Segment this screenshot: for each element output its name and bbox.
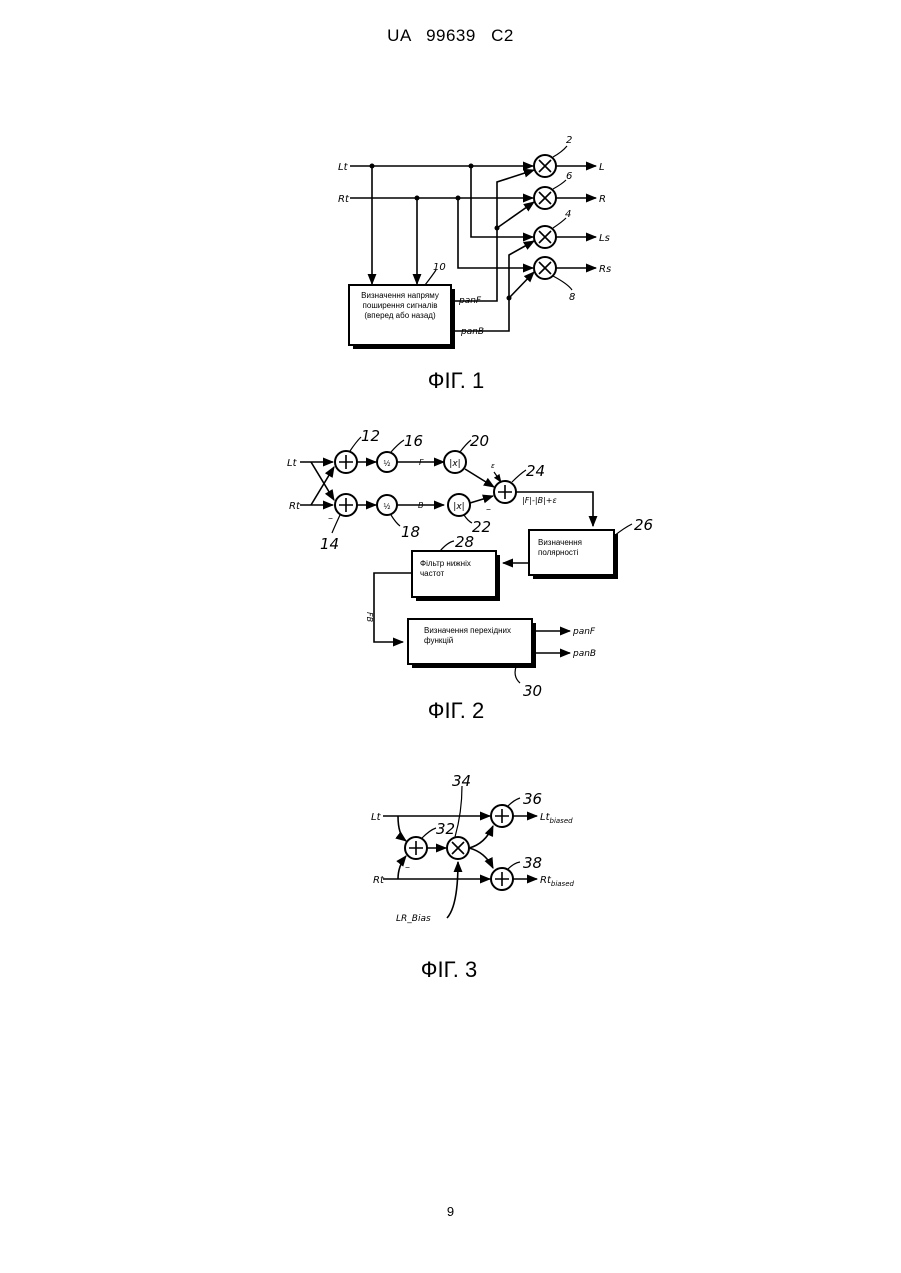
fig2-signal-f: F	[419, 458, 424, 467]
fig3-input-lt: Lt	[371, 812, 382, 823]
fig1-block-line-3: (вперед або назад)	[364, 311, 436, 320]
fig3-output-lt-sub: biased	[550, 817, 574, 825]
fig2-fb-label: FB	[365, 612, 374, 622]
figure-3: Lt Rt – LR_Bias	[371, 772, 575, 982]
fig2-input-lt: Lt	[287, 458, 298, 469]
fig3-output-rt-biased: Rtbiased	[540, 875, 575, 888]
fig1-ref-2: 2	[566, 135, 572, 146]
fig1-output-ls: Ls	[599, 233, 610, 244]
fig2-abs-20: |x|	[444, 451, 466, 473]
fig1-multiplier-8	[534, 257, 556, 279]
fig1-ref-6: 6	[566, 171, 572, 182]
fig2-half-18-text: ½	[384, 502, 391, 511]
fig2-abs-20-text: |x|	[449, 459, 460, 469]
fig1-panb-label: panB	[460, 327, 484, 337]
fig2-half-16: ½	[377, 452, 397, 472]
fig2-ref-30: 30	[523, 682, 542, 700]
fig1-ref-4: 4	[565, 209, 571, 220]
fig1-input-lt: Lt	[338, 162, 349, 173]
fig2-polarity-line-1: Визначення	[538, 538, 582, 547]
figure-2: Lt Rt – ½ ½ F B	[287, 427, 653, 723]
fig2-polarity-line-2: полярності	[538, 548, 579, 557]
fig3-ref-34: 34	[452, 772, 471, 790]
fig2-transfer-line-2: функцій	[424, 636, 453, 645]
fig2-ref-12: 12	[361, 427, 380, 445]
fig1-ref-8: 8	[569, 292, 575, 303]
fig3-output-rt-sub: biased	[551, 880, 575, 888]
fig2-input-rt: Rt	[289, 501, 301, 512]
fig1-multiplier-4	[534, 226, 556, 248]
fig1-input-rt: Rt	[338, 194, 350, 205]
fig2-caption: ФІГ. 2	[428, 698, 485, 723]
fig1-ref-10: 10	[433, 262, 446, 273]
fig2-transfer-line-1: Визначення перехідних	[424, 626, 511, 635]
fig1-block-line-2: поширення сигналів	[363, 301, 438, 310]
fig2-epsilon: ε	[491, 462, 495, 470]
fig2-abs-22-text: |x|	[453, 502, 464, 512]
fig3-adder-38	[491, 868, 513, 890]
fig2-output-panb: panB	[572, 649, 596, 659]
fig2-lowpass-line-2: частот	[420, 569, 444, 578]
fig2-ref-26: 26	[634, 516, 653, 534]
fig2-ref-20: 20	[470, 432, 489, 450]
fig3-multiplier-34	[447, 837, 469, 859]
fig2-half-18: ½	[377, 495, 397, 515]
fig1-output-r: R	[599, 194, 606, 205]
fig2-lowpass-line-1: Фільтр нижніх	[420, 559, 471, 568]
fig3-bias-label: LR_Bias	[396, 914, 431, 924]
fig2-minus-24: –	[486, 504, 491, 515]
fig1-caption: ФІГ. 1	[428, 368, 485, 393]
fig1-multiplier-2	[534, 155, 556, 177]
fig2-minus-14: –	[328, 513, 333, 524]
fig3-ref-32: 32	[436, 820, 455, 838]
fig2-ref-18: 18	[401, 523, 420, 541]
fig2-ref-24: 24	[526, 462, 545, 480]
fig2-signal-b: B	[418, 501, 424, 510]
fig1-multiplier-6	[534, 187, 556, 209]
fig3-adder-36	[491, 805, 513, 827]
fig3-adder-32	[405, 837, 427, 859]
fig2-half-16-text: ½	[384, 459, 391, 468]
fig1-block-line-1: Визначення напряму	[361, 291, 439, 300]
fig2-diff-label: |F|-|B|+ε	[522, 496, 557, 505]
fig1-panf-label: panF	[458, 296, 482, 306]
fig3-ref-36: 36	[523, 790, 542, 808]
fig2-adder-14	[335, 494, 357, 516]
fig3-minus-32: –	[405, 862, 410, 873]
fig1-output-rs: Rs	[599, 264, 611, 275]
page-number: 9	[0, 1204, 901, 1219]
fig3-output-lt-biased: Ltbiased	[540, 812, 573, 825]
fig2-ref-14: 14	[320, 535, 339, 553]
fig2-ref-22: 22	[472, 518, 491, 536]
fig2-adder-24	[494, 481, 516, 503]
fig3-caption: ФІГ. 3	[421, 957, 478, 982]
fig2-output-panf: panF	[572, 627, 596, 637]
fig1-output-l: L	[599, 162, 605, 173]
fig2-ref-28: 28	[455, 533, 474, 551]
fig2-ref-16: 16	[404, 432, 423, 450]
fig2-abs-22: |x|	[448, 494, 470, 516]
figure-1: Lt Rt Визначення напряму поширення сигна…	[338, 135, 611, 393]
fig3-input-rt: Rt	[373, 875, 385, 886]
fig3-ref-38: 38	[523, 854, 542, 872]
fig2-adder-12	[335, 451, 357, 473]
